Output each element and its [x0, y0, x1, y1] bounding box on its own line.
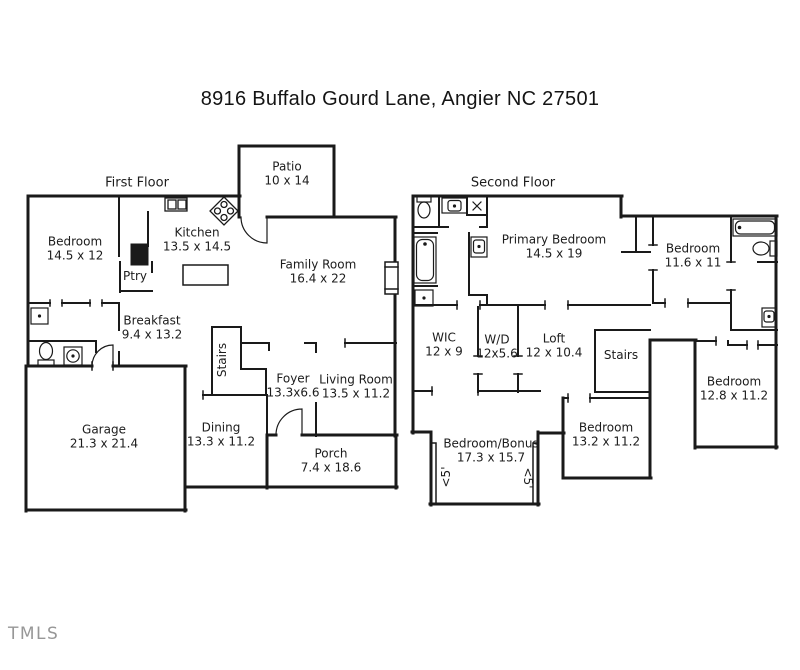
first-floor-interior-walls	[27, 195, 397, 437]
first-floor-title: First Floor	[105, 175, 169, 191]
first-floor-door-arcs	[91, 216, 303, 436]
room-label-pantry: Ptry	[123, 269, 147, 284]
second-floor-title: Second Floor	[470, 175, 556, 191]
ceiling-height-annotation-left: <5'	[439, 466, 454, 488]
shower-icon	[472, 201, 482, 211]
first-floor-outer-walls	[24, 144, 399, 513]
vanity-sink-icon	[441, 197, 468, 214]
second-floor-plan	[410, 194, 779, 507]
fireplace-icon	[384, 261, 399, 295]
bathtub-icon	[732, 218, 778, 237]
stove-icon	[209, 196, 239, 226]
kitchen-island	[182, 264, 229, 286]
toilet-icon	[752, 240, 778, 257]
pedestal-sink-icon	[63, 346, 83, 366]
kitchen-sink-icon	[164, 197, 188, 212]
tmls-watermark: TMLS	[8, 624, 60, 644]
vanity-sink-icon	[761, 307, 777, 328]
bathtub-icon	[413, 236, 437, 284]
knee-wall-inner-lines	[430, 442, 539, 505]
ceiling-height-annotation-right: <5'	[520, 467, 535, 489]
linen-cabinet-icon	[414, 289, 434, 307]
vanity-sink-icon	[470, 236, 488, 258]
second-floor-interior-walls	[412, 196, 778, 399]
toilet-icon	[37, 341, 55, 367]
toilet-icon	[416, 195, 432, 219]
first-floor-plan	[24, 144, 399, 513]
second-floor-door-jambs	[431, 244, 759, 403]
refrigerator-icon	[130, 243, 149, 266]
room-label-stairs-2: Stairs	[603, 348, 639, 363]
page-title: 8916 Buffalo Gourd Lane, Angier NC 27501	[200, 88, 600, 110]
second-floor-outer-walls	[410, 194, 779, 507]
room-label-stairs-1: Stairs	[215, 342, 230, 378]
vanity-cabinet-icon	[30, 307, 49, 325]
